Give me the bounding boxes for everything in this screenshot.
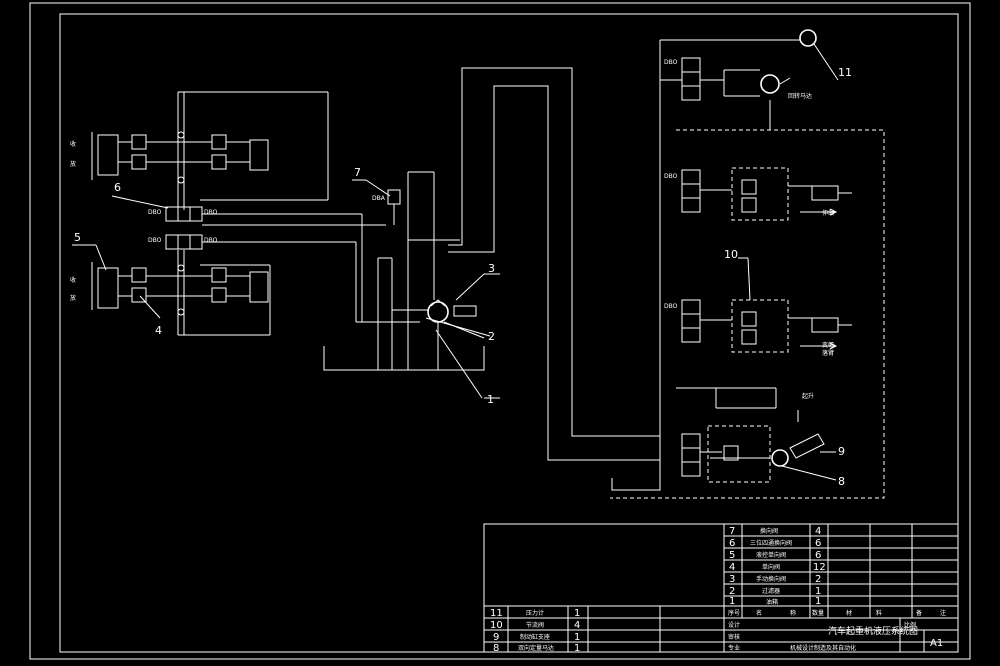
scale-label: 比例	[904, 621, 916, 629]
bom-right-no: 3	[729, 574, 735, 585]
callout-8: 8	[838, 475, 845, 488]
bom-left-no: 9	[493, 632, 499, 643]
side-label-upper-b: 放	[70, 160, 76, 168]
bom-right-no: 5	[729, 550, 735, 561]
directional-valve-upper	[165, 206, 386, 226]
bom-right-name: 手动换向阀	[756, 575, 786, 583]
bom-right-no: 7	[729, 526, 735, 537]
bom-right-name: 换向阀	[760, 527, 778, 535]
valve-tag: DBO	[664, 173, 678, 180]
callout-1: 1	[487, 393, 494, 406]
bom-right-qty: 6	[815, 538, 821, 549]
callout-9: 9	[838, 445, 845, 458]
valve-tag: DBO	[664, 59, 678, 66]
bom-left-qty: 1	[574, 643, 580, 654]
callout-10: 10	[724, 248, 738, 261]
callout-7: 7	[354, 166, 361, 179]
bom-left-name: 双向定量马达	[518, 644, 554, 652]
valve-tag: DBO	[204, 237, 218, 244]
bom-right-name: 过滤器	[762, 587, 780, 595]
bom-right-qty: 1	[815, 586, 821, 597]
callout-3: 3	[488, 262, 495, 275]
outer-border	[29, 2, 971, 660]
label-telescope: 伸缩	[822, 209, 834, 217]
bom-left-name: 制动缸支座	[520, 633, 550, 641]
label-luffing-extra: 落臂	[822, 349, 834, 357]
valve-stack-4	[676, 387, 825, 483]
bom-left-name: 节流阀	[526, 621, 544, 629]
svg-text:称: 称	[790, 609, 796, 617]
valve-tag: DBA	[372, 195, 386, 202]
bom-right-qty: 12	[813, 562, 826, 573]
label-winch-motor: 回转马达	[788, 92, 812, 100]
svg-text:注: 注	[940, 609, 946, 617]
outrigger-circuit-lower	[91, 250, 271, 336]
bom-right-no: 4	[729, 562, 735, 573]
bom-left-qty: 1	[574, 608, 580, 619]
valve-stack-3	[681, 299, 852, 353]
side-label-lower-a: 收	[70, 276, 76, 284]
bom-right-no: 1	[729, 596, 735, 607]
bom-right-no: 2	[729, 586, 735, 597]
sheet-size: A1	[930, 638, 943, 649]
check-label: 审核	[728, 633, 740, 641]
callout-4: 4	[155, 324, 162, 337]
valve-stack-2	[681, 167, 852, 221]
svg-text:数量: 数量	[812, 609, 824, 617]
side-label-upper-a: 收	[70, 140, 76, 148]
valve-stack-1	[681, 29, 839, 130]
bom-right-name: 单向阀	[762, 563, 780, 571]
callout-5: 5	[74, 231, 81, 244]
bom-left-qty: 1	[574, 632, 580, 643]
label-hoist: 起升	[802, 392, 814, 400]
directional-valve-lower	[165, 234, 420, 323]
leader-lines	[72, 179, 837, 481]
callout-2: 2	[488, 330, 495, 343]
svg-text:备: 备	[916, 609, 922, 617]
bom-right-name: 油箱	[766, 598, 778, 606]
bom-left: 11 压力计 1 10 节流阀 4 9 制动缸支座 1 8 双向定量马达 1	[490, 608, 580, 654]
university-text: 机械设计制造及其自动化	[790, 644, 856, 652]
design-label: 设计	[728, 621, 740, 629]
bom-right-name: 三位四通换向阀	[750, 539, 792, 547]
bom-left-qty: 4	[574, 620, 580, 631]
label-luffing: 变幅	[822, 341, 834, 349]
callout-6: 6	[114, 181, 121, 194]
bom-right-qty: 6	[815, 550, 821, 561]
bom-right: 7 换向阀 4 6 三位四通换向阀 6 5 液控单向阀 6 4 单向阀 12 3…	[729, 526, 826, 607]
svg-text:料: 料	[876, 609, 882, 617]
bom-left-no: 8	[493, 643, 499, 654]
pump-station	[323, 171, 491, 371]
bom-right-qty: 1	[815, 596, 821, 607]
major-label: 专业	[728, 644, 740, 652]
svg-text:材: 材	[846, 609, 852, 617]
valve-tag: DBO	[148, 209, 162, 216]
svg-text:名: 名	[756, 609, 762, 617]
bom-right-qty: 4	[815, 526, 821, 537]
bom-left-no: 11	[490, 608, 503, 619]
title-block-grid	[483, 523, 959, 653]
bom-right-qty: 2	[815, 574, 821, 585]
bom-left-no: 10	[490, 620, 503, 631]
bom-left-name: 压力计	[526, 609, 544, 617]
valve-tag: DBO	[664, 303, 678, 310]
side-label-lower-b: 放	[70, 294, 76, 302]
callout-11: 11	[838, 66, 852, 79]
valve-tag: DBO	[204, 209, 218, 216]
main-pipelines	[448, 39, 885, 499]
outrigger-circuit-upper	[91, 91, 329, 210]
drawing-title: 汽车起重机液压系统图	[828, 625, 918, 637]
inner-border	[59, 13, 959, 653]
svg-text:序号: 序号	[728, 609, 740, 617]
bom-header-row: 序号 名 称 数量 材 料 备 注	[728, 609, 946, 617]
bom-right-name: 液控单向阀	[756, 551, 786, 559]
bom-right-no: 6	[729, 538, 735, 549]
valve-tag: DBO	[148, 237, 162, 244]
